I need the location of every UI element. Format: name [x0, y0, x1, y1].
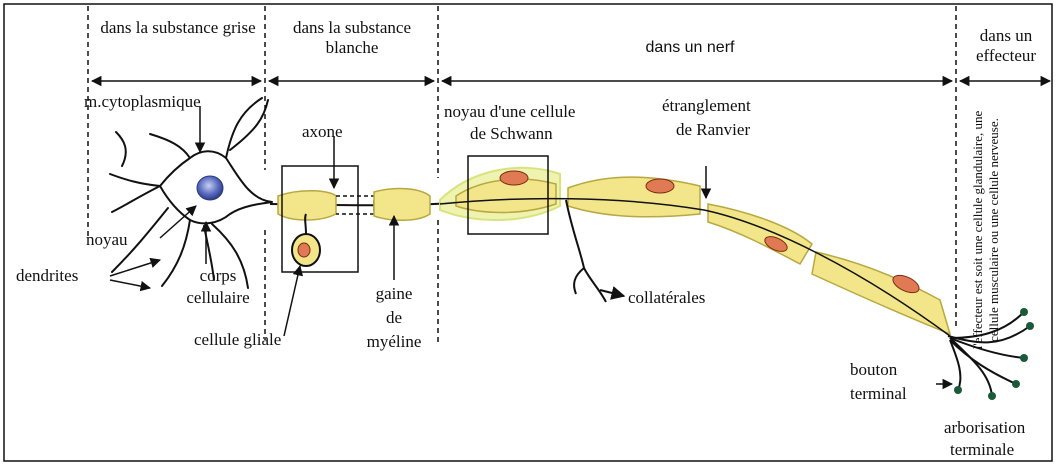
label-gaine-1: gaine	[354, 284, 434, 303]
zone-substance-grise: dans la substance grise	[92, 18, 264, 38]
zone-substance-blanche: dans la substance blanche	[268, 18, 436, 58]
zone-nerf: dans un nerf	[560, 38, 820, 58]
label-effecteur-note: l'effecteur est soit une cellule glandul…	[970, 105, 1030, 355]
label-arborisation-1: arborisation	[944, 418, 1025, 437]
label-noyau: noyau	[86, 230, 128, 249]
glial-cell	[292, 214, 320, 266]
label-collaterales: collatérales	[628, 288, 705, 307]
label-bouton-1: bouton	[850, 360, 897, 379]
myelin-nerve	[440, 168, 950, 336]
label-arborisation-2: terminale	[950, 440, 1014, 459]
label-corps-2: cellulaire	[168, 288, 268, 307]
zone-effecteur: dans un effecteur	[958, 26, 1054, 66]
label-gaine-3: myéline	[354, 332, 434, 351]
label-dendrites: dendrites	[16, 266, 78, 285]
label-schwann-1: noyau d'une cellule	[444, 102, 575, 121]
cell-nucleus	[197, 176, 223, 200]
label-gaine-2: de	[354, 308, 434, 327]
label-schwann-2: de Schwann	[470, 124, 553, 143]
label-membrane-cytoplasmique: m.cytoplasmique	[84, 92, 201, 111]
label-ranvier-2: de Ranvier	[676, 120, 750, 139]
label-cellule-gliale: cellule gliale	[194, 330, 281, 349]
label-bouton-2: terminal	[850, 384, 907, 403]
cell-body-dendrites	[110, 98, 272, 288]
label-corps-1: corps	[168, 266, 268, 285]
label-ranvier-1: étranglement	[662, 96, 751, 115]
label-axone: axone	[302, 122, 343, 141]
